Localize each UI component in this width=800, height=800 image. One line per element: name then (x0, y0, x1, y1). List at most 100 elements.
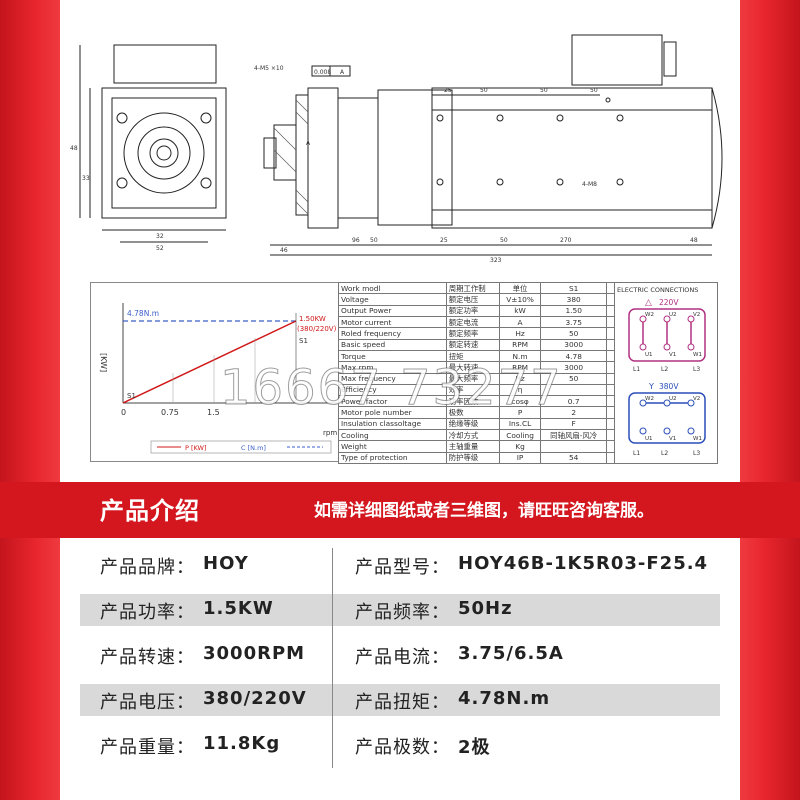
background-left (0, 0, 60, 800)
dim-25b: 25 (440, 237, 448, 244)
spec-value: 11.8Kg (203, 733, 281, 754)
spec-cell (540, 440, 608, 453)
spec-cell: Weight (338, 440, 447, 453)
line-l1-b: L1 (633, 450, 640, 457)
dim-50e: 50 (500, 237, 508, 244)
spec-cell: kW (498, 304, 542, 317)
spec-value: 50Hz (458, 598, 513, 619)
spec-list-row: 产品品牌： HOY 产品型号： HOY46B-1K5R03-F25.4 (60, 542, 740, 587)
terminal-v2-b: V2 (693, 396, 700, 402)
spec-label: 产品品牌： (100, 557, 195, 578)
dim-50a: 50 (480, 87, 488, 94)
technical-drawing: 32 52 48 33 46 25 50 50 50 50 270 96 323… (70, 34, 723, 264)
spec-label: 产品扭矩： (355, 692, 450, 713)
dim-33: 33 (82, 175, 90, 182)
terminal-w2: W2 (645, 312, 654, 318)
spec-cell: 主轴重量 (445, 440, 500, 453)
star-symbol: Y (648, 382, 654, 391)
spec-cell: RPM (498, 338, 542, 351)
spec-label: 产品型号： (355, 557, 450, 578)
dim-323: 323 (490, 257, 502, 264)
spec-cell: 3.75 (540, 315, 608, 329)
power-label: 1.50KW (299, 315, 326, 323)
background-right (740, 0, 800, 800)
y-axis-label: [KW] (99, 353, 108, 372)
banner-title: 产品介绍 (100, 497, 200, 525)
spec-value: 2极 (458, 737, 491, 758)
front-flange (111, 97, 217, 209)
dim-96: 96 (352, 237, 360, 244)
spec-cell: N.m (498, 349, 542, 363)
front-terminal-box (113, 44, 217, 84)
spec-cell: 单位 (498, 281, 542, 295)
tick-1-5: 1.5 (207, 408, 220, 417)
spec-value: HOY (203, 553, 249, 574)
line-l2: L2 (661, 366, 668, 373)
terminal-u2: U2 (669, 312, 677, 318)
hole-note: 4-M5 ×10 (254, 65, 284, 72)
power-line (122, 320, 297, 404)
terminal-u1-b: U1 (645, 436, 653, 442)
spec-cell: Kg (498, 440, 542, 453)
dim-50c: 50 (590, 87, 598, 94)
spec-label: 产品频率： (355, 602, 450, 623)
dim-50d: 50 (370, 237, 378, 244)
spec-cell: 额定转速 (445, 338, 500, 351)
line-l3: L3 (693, 366, 700, 373)
spec-cell: 防护等级 (445, 451, 500, 465)
spec-value: HOY46B-1K5R03-F25.4 (458, 553, 709, 574)
spec-cell: Insulation classoltage (338, 417, 447, 431)
spec-value: 380/220V (203, 688, 307, 709)
product-card: 32 52 48 33 46 25 50 50 50 50 270 96 323… (60, 0, 740, 800)
side-motor-body (431, 87, 713, 229)
dim-270: 270 (560, 237, 572, 244)
terminal-v1-b: V1 (669, 436, 676, 442)
spec-label: 产品电流： (355, 647, 450, 668)
spec-cell: 额定电流 (445, 315, 500, 329)
spec-value: 3000RPM (203, 643, 306, 664)
spec-cell: IP (498, 451, 542, 465)
dim-32: 32 (156, 233, 164, 240)
spec-cell: 380 (540, 293, 608, 306)
spec-label: 产品转速： (100, 647, 195, 668)
front-bore (123, 112, 205, 194)
terminal-w1: W1 (693, 352, 702, 358)
spec-cell: 周期工作制 (445, 281, 500, 295)
legend-power: P [KW] (185, 444, 207, 452)
tolerance-value: 0.008 (314, 69, 331, 76)
line-l1: L1 (633, 366, 640, 373)
datum-a: A (306, 140, 311, 147)
tick-0: 0 (121, 408, 126, 417)
s1-label-2: S1 (299, 337, 308, 345)
spec-cell: 额定频率 (445, 327, 500, 340)
spec-cell: 54 (540, 451, 608, 465)
spec-cell: 冷却方式 (445, 429, 500, 442)
line-l3-b: L3 (693, 450, 700, 457)
spec-cell: Output Power (338, 304, 447, 317)
spec-cell: 额定功率 (445, 304, 500, 317)
spec-cell: A (498, 315, 542, 329)
spec-cell: 绝缘等级 (445, 417, 500, 431)
s1-label: S1 (127, 392, 136, 400)
dim-48: 48 (70, 145, 78, 152)
voltage-220: 220V (659, 298, 679, 307)
electric-connections: ELECTRIC CONNECTIONS △ 220V W2 U2 V2 U1 … (614, 282, 718, 464)
spec-cell: 1.50 (540, 304, 608, 317)
dim-50b: 50 (540, 87, 548, 94)
side-flange-plate (307, 87, 339, 229)
terminal-v2: V2 (693, 312, 700, 318)
spec-cell: Cooling (338, 429, 447, 442)
torque-label: 4.78N.m (127, 309, 159, 318)
spec-cell: Work modl (338, 281, 447, 295)
voltage-label: (380/220V) (297, 325, 337, 333)
spec-value: 4.78N.m (458, 688, 551, 709)
spec-cell: Ins.CL (498, 417, 542, 431)
spec-cell: Roled frequency (338, 327, 447, 340)
tick-0-75: 0.75 (161, 408, 179, 417)
legend-box (150, 440, 332, 454)
spec-label: 产品极数： (355, 737, 450, 758)
delta-wiring (628, 308, 706, 362)
